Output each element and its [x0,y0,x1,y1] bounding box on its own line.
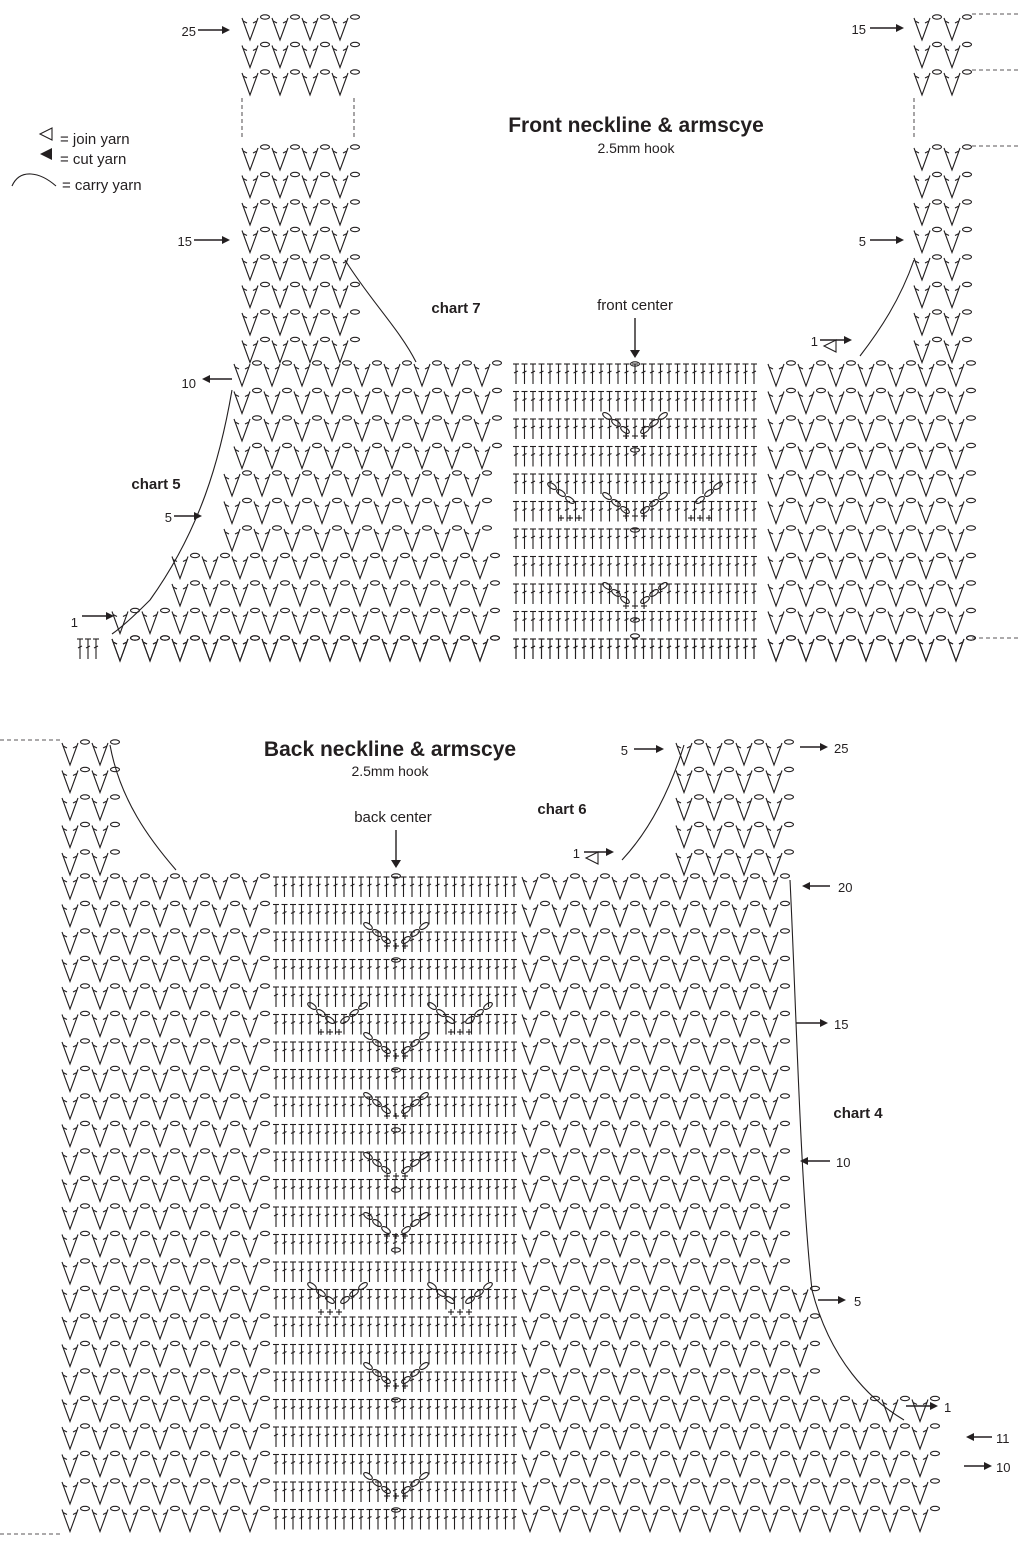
svg-text:10: 10 [182,376,196,391]
back-hook-label: 2.5mm hook [351,763,429,779]
back-chart-right-label: chart 4 [833,1105,883,1122]
back-row-markers-upper: 5 1 [573,743,664,865]
back-guides [0,739,60,1535]
back-center-label: back center [354,809,432,826]
svg-text:5: 5 [165,510,172,525]
carry-yarn-icon [11,173,57,187]
legend: = join yarn = cut yarn = carry yarn [11,127,142,194]
cut-yarn-icon [40,148,52,160]
back-chart-mid-label: chart 6 [537,801,586,818]
svg-text:1: 1 [811,334,818,349]
svg-text:5: 5 [859,234,866,249]
svg-text:15: 15 [852,22,866,37]
front-center-label: front center [597,297,673,314]
svg-text:25: 25 [182,24,196,39]
back-stitch-grid [61,739,941,1534]
join-yarn-icon [38,127,53,141]
front-hook-label: 2.5mm hook [597,140,675,156]
front-chart-left-label: chart 5 [131,476,180,493]
legend-carry-label: = carry yarn [62,177,142,194]
svg-text:1: 1 [71,615,78,630]
legend-cut-label: = cut yarn [60,151,126,168]
svg-text:15: 15 [178,234,192,249]
front-chart-mid-label: chart 7 [431,300,480,317]
front-stitch-grid [77,14,977,663]
legend-join-label: = join yarn [60,131,130,148]
front-row-markers-right: 15 5 1 [811,22,904,353]
front-row-markers-left: 25 15 10 5 1 [71,24,232,630]
back-title: Back neckline & armscye [264,738,516,761]
front-guides [241,13,1018,639]
join-yarn-icon [822,339,837,353]
join-yarn-icon [584,851,599,865]
back-row-markers-right: 25 20 15 10 5 1 11 10 [796,741,1010,1475]
front-title: Front neckline & armscye [508,114,764,137]
